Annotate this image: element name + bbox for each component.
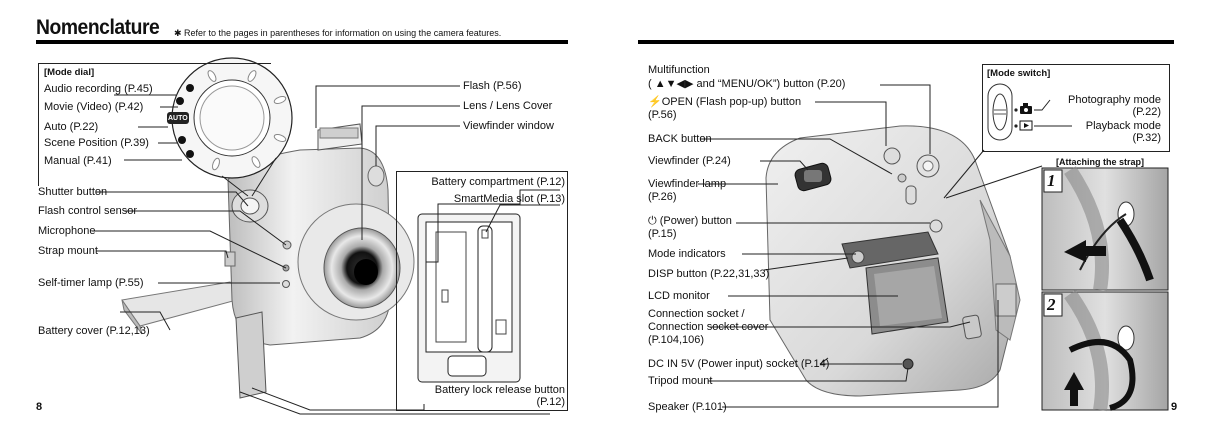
mode-dial-box xyxy=(38,63,271,186)
mode-switch-box xyxy=(982,64,1170,152)
mode-dial-manual: Manual (P.41) xyxy=(44,155,112,167)
label-power-button-page: (P.15) xyxy=(648,228,677,240)
playback-icon xyxy=(1019,120,1033,131)
label-flash: Flash (P.56) xyxy=(463,80,522,92)
title-rule xyxy=(36,40,568,44)
mode-dial-auto: Auto (P.22) xyxy=(44,121,99,133)
mode-dial-scene: Scene Position (P.39) xyxy=(44,137,149,149)
battery-compartment-diagram xyxy=(417,189,560,383)
label-photography-mode-page: (P.22) xyxy=(1132,106,1161,118)
mode-dial-movie: Movie (Video) (P.42) xyxy=(44,101,144,113)
label-self-timer-lamp: Self-timer lamp (P.55) xyxy=(38,277,144,289)
label-flash-control-sensor: Flash control sensor xyxy=(38,205,138,217)
page-title: Nomenclature xyxy=(36,16,160,39)
label-viewfinder-lamp: Viewfinder lamp xyxy=(648,178,727,190)
label-lens-cover: Lens / Lens Cover xyxy=(463,100,553,112)
reference-note: ✱ Refer to the pages in parentheses for … xyxy=(174,28,502,38)
camera-icon xyxy=(1020,103,1032,114)
label-disp-button: DISP button (P.22,31,33) xyxy=(648,268,770,280)
label-photography-mode: Photography mode xyxy=(1068,94,1161,106)
label-battery-compartment: Battery compartment (P.12) xyxy=(431,176,565,188)
label-viewfinder: Viewfinder (P.24) xyxy=(648,155,731,167)
camera-front-illustration xyxy=(92,57,550,415)
label-connection-socket: Connection socket / xyxy=(648,308,745,320)
label-strap-mount: Strap mount xyxy=(38,245,98,257)
label-playback-mode: Playback mode xyxy=(1085,120,1161,132)
label-flash-open-page: (P.56) xyxy=(648,109,677,121)
label-shutter-button: Shutter button xyxy=(38,186,108,198)
strap-heading: [Attaching the strap] xyxy=(1056,157,1145,167)
label-battery-cover: Battery cover (P.12,13) xyxy=(38,325,150,337)
page-number-left: 8 xyxy=(36,401,43,413)
label-speaker: Speaker (P.101) xyxy=(648,401,727,413)
label-connection-socket-cover: Connection socket cover xyxy=(648,321,769,333)
label-connection-socket-page: (P.104,106) xyxy=(648,334,705,346)
page-number-right: 9 xyxy=(1171,401,1178,413)
label-playback-mode-page: (P.32) xyxy=(1132,132,1161,144)
mode-switch-heading: [Mode switch] xyxy=(987,68,1051,79)
label-viewfinder-window: Viewfinder window xyxy=(463,120,554,132)
label-lcd-monitor: LCD monitor xyxy=(648,290,710,302)
label-back-button: BACK button xyxy=(648,133,712,145)
label-microphone: Microphone xyxy=(38,225,96,237)
label-mode-indicators: Mode indicators xyxy=(648,248,726,260)
label-multifunction-detail: ( ▲▼◀▶ and “MENU/OK”) button (P.20) xyxy=(648,78,846,90)
label-power-button: ⏻ (Power) button xyxy=(648,215,732,227)
mode-dial-audio: Audio recording (P.45) xyxy=(44,83,153,95)
label-viewfinder-lamp-page: (P.26) xyxy=(648,191,677,203)
dial-auto-text: AUTO xyxy=(168,115,188,122)
label-battery-lock-release: Battery lock release button xyxy=(434,384,565,396)
label-dc-in: DC IN 5V (Power input) socket (P.14) xyxy=(648,358,830,370)
label-multifunction: Multifunction xyxy=(648,64,710,76)
label-battery-lock-page: (P.12) xyxy=(536,396,565,408)
strap-step-2: 2 xyxy=(1047,295,1056,314)
mode-dial-heading: [Mode dial] xyxy=(44,67,95,78)
label-smartmedia-slot: SmartMedia slot (P.13) xyxy=(453,193,565,205)
strap-step-1: 1 xyxy=(1047,171,1056,190)
label-tripod-mount: Tripod mount xyxy=(648,375,713,387)
label-flash-open: ⚡OPEN (Flash pop-up) button xyxy=(648,96,802,108)
right-title-rule xyxy=(638,40,1174,44)
battery-box xyxy=(396,171,568,411)
